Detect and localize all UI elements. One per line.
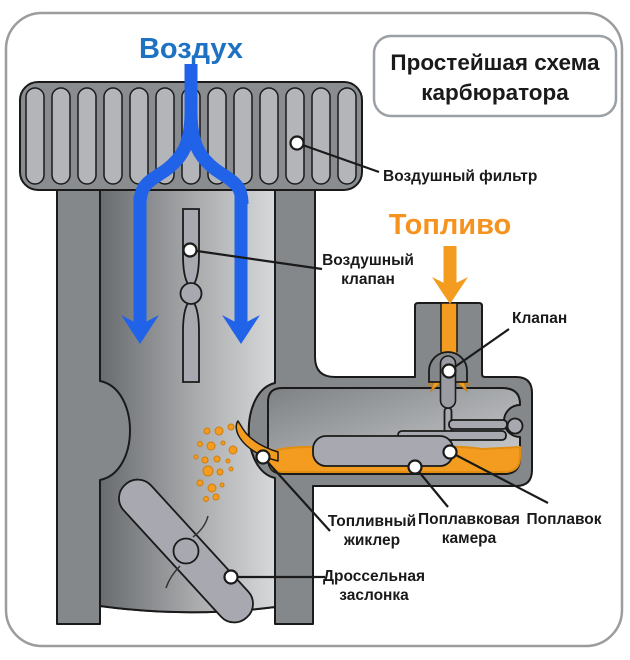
title-box-border <box>372 34 618 118</box>
throttle-shaft <box>172 537 200 565</box>
svg-text:Топливный: Топливный <box>328 513 416 530</box>
callout-dot-air-valve <box>182 242 198 258</box>
svg-text:камера: камера <box>442 530 497 547</box>
svg-text:Воздушный: Воздушный <box>322 252 414 269</box>
title-line1: Простейшая схема <box>390 50 600 75</box>
throttle-detail-line <box>192 515 209 538</box>
air-valve-label: Воздушный клапан <box>322 252 414 288</box>
callout-dot-throttle <box>223 569 239 585</box>
callout-dot-air-filter <box>289 135 305 151</box>
fuel-arrow-stem <box>443 246 457 288</box>
choke-blade-bottom <box>182 302 200 383</box>
air-filter-slots <box>25 87 357 185</box>
choke-shaft <box>179 282 203 305</box>
throttle-label: Дроссельная заслонка <box>323 568 425 604</box>
throttle-valve <box>118 478 254 624</box>
svg-text:заслонка: заслонка <box>339 587 409 604</box>
air-arrow-left-head <box>121 315 159 344</box>
air-inlet-stem <box>184 64 198 120</box>
air-arrow-right-head <box>222 315 260 344</box>
callout-dots <box>182 135 458 585</box>
callout-dot-float <box>442 444 458 460</box>
fuel-label: Топливо <box>389 209 512 241</box>
svg-text:клапан: клапан <box>341 271 395 288</box>
callout-dot-float-chamber <box>407 459 423 475</box>
pivot-pin <box>506 417 524 435</box>
air-flow-arrows-icon <box>121 64 260 344</box>
fuel-flow-arrow-icon <box>432 246 468 304</box>
svg-text:Поплавковая: Поплавковая <box>418 511 520 528</box>
callout-dot-valve <box>441 363 457 379</box>
air-arrow-left-stem <box>133 196 147 327</box>
lever-arm <box>448 419 508 430</box>
fuel-jet-label: Топливный жиклер <box>328 513 416 549</box>
fuel-arrow-head <box>432 277 468 304</box>
air-arrow-right-stem <box>234 196 248 327</box>
float-body <box>312 435 454 467</box>
title-box: Простейшая схема карбюратора <box>372 34 618 118</box>
callout-dot-fuel-jet <box>255 449 271 465</box>
float-chamber-label: Поплавковая камера <box>418 511 520 547</box>
air-filter-label: Воздушный фильтр <box>383 168 537 185</box>
float-label: Поплавок <box>527 511 602 528</box>
fuel-inlet-channel <box>440 302 458 356</box>
throttle-detail-line <box>165 565 181 589</box>
svg-text:жиклер: жиклер <box>343 532 400 549</box>
air-filter <box>19 81 363 191</box>
air-label: Воздух <box>139 33 243 65</box>
valve-label: Клапан <box>512 310 567 327</box>
air-valve-choke <box>179 208 203 383</box>
svg-text:Дроссельная: Дроссельная <box>323 568 425 585</box>
callout-leaders <box>189 141 549 579</box>
title-line2: карбюратора <box>421 80 569 105</box>
fuel-spray-droplets <box>193 423 238 502</box>
air-branch-right <box>184 111 249 205</box>
